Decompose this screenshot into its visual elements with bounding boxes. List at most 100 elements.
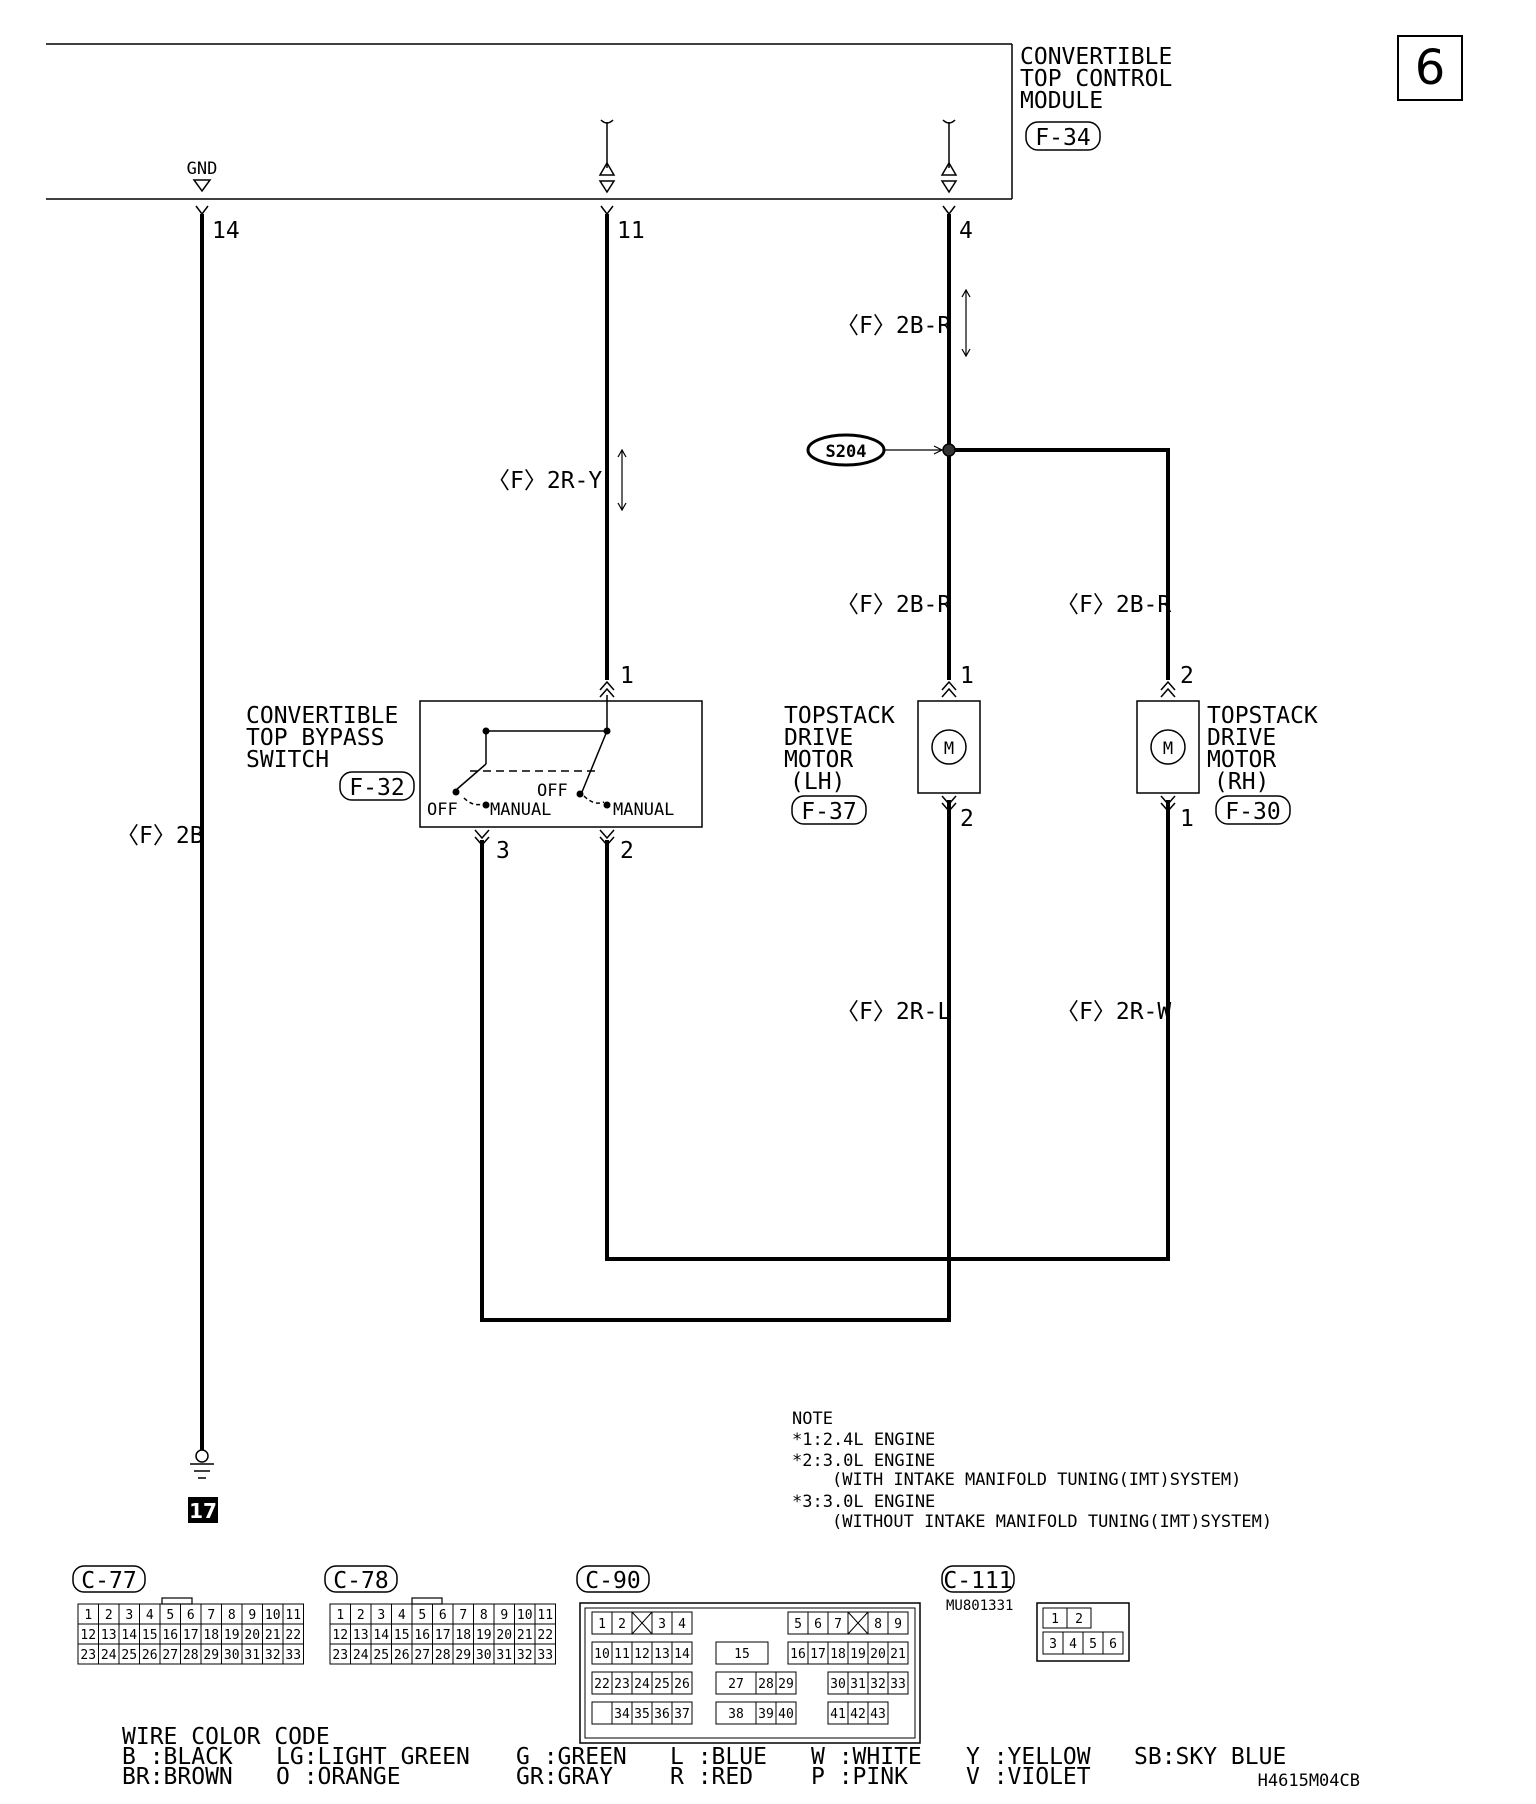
- c77-pin-10: 10: [265, 1608, 281, 1623]
- c77-pin-24: 24: [101, 1648, 117, 1663]
- connector-cavity: [887, 1611, 909, 1635]
- c77-pin-29: 29: [203, 1648, 219, 1663]
- c78-pin-24: 24: [353, 1648, 369, 1663]
- motor-lh-pin-1: 1: [960, 663, 974, 689]
- c78-pin-11: 11: [537, 1608, 553, 1623]
- note-line-3: (WITH INTAKE MANIFOLD TUNING(IMT)SYSTEM): [832, 1470, 1241, 1490]
- switch-pin-2: 2: [620, 838, 634, 864]
- motor-lh: M TOPSTACK DRIVE MOTOR (LH) F-37 1 2: [784, 663, 981, 832]
- blocked-cavity-mark: [847, 1611, 869, 1635]
- page-number-box: 6: [1397, 35, 1463, 101]
- c111-pin-2: 2: [1075, 1612, 1083, 1627]
- color-code-w: W :WHITE: [811, 1744, 922, 1770]
- c77-pin-25: 25: [121, 1648, 137, 1663]
- c77-pin-30: 30: [224, 1648, 240, 1663]
- connector-cavity: [775, 1701, 797, 1725]
- c90-pin-5: 5: [794, 1617, 802, 1632]
- c111-pin-1: 1: [1051, 1612, 1059, 1627]
- wire-label-lh-bottom: 〈F〉2R-L: [836, 999, 951, 1025]
- c77-pin-8: 8: [228, 1608, 236, 1623]
- blocked-cavity-mark: [631, 1611, 653, 1635]
- motor-rh: M TOPSTACK DRIVE MOTOR (RH) F-30 2 1: [1136, 663, 1318, 832]
- c77-pin-26: 26: [142, 1648, 158, 1663]
- c90-pin-22: 22: [594, 1677, 610, 1692]
- color-code-g: G :GREEN: [516, 1744, 627, 1770]
- c78-pin-31: 31: [496, 1648, 512, 1663]
- c78-pin-20: 20: [496, 1628, 512, 1643]
- module-pin-11: 11: [617, 218, 645, 244]
- color-code-y: Y :YELLOW: [966, 1744, 1091, 1770]
- wire-label-ground: 〈F〉2B: [116, 823, 204, 849]
- note-line-1: *1:2.4L ENGINE: [792, 1430, 935, 1450]
- c90-pin-14: 14: [674, 1647, 690, 1662]
- c90-pin-19: 19: [850, 1647, 866, 1662]
- module-connector-id: F-34: [1035, 125, 1090, 151]
- c90-pin-24: 24: [634, 1677, 650, 1692]
- c77-pin-16: 16: [162, 1628, 178, 1643]
- c78-pin-1: 1: [336, 1608, 344, 1623]
- ground-symbol: 17: [188, 1449, 218, 1523]
- connector-cavity: [671, 1701, 693, 1725]
- page-number: 6: [1415, 40, 1446, 96]
- connector-cavity: [671, 1611, 693, 1635]
- motor-rh-symbol: M: [1163, 739, 1173, 759]
- connector-cavity: [1066, 1607, 1092, 1629]
- figure-code: H4615M04CB: [1258, 1771, 1360, 1791]
- c111-pin-6: 6: [1109, 1637, 1117, 1652]
- c77-pin-2: 2: [105, 1608, 113, 1623]
- connector-cavity: [671, 1671, 693, 1695]
- c78-pin-32: 32: [517, 1648, 533, 1663]
- c90-pin-43: 43: [870, 1707, 886, 1722]
- motor-lh-symbol: M: [944, 739, 954, 759]
- c90-pin-20: 20: [870, 1647, 886, 1662]
- switch-pos-off-2: OFF: [537, 781, 568, 801]
- c90-pin-1: 1: [598, 1617, 606, 1632]
- note-line-5: (WITHOUT INTAKE MANIFOLD TUNING(IMT)SYST…: [832, 1512, 1272, 1532]
- connector-cavity: [671, 1641, 693, 1665]
- c90-pin-3: 3: [658, 1617, 666, 1632]
- switch-pos-manual-2: MANUAL: [613, 800, 674, 820]
- c77-pin-6: 6: [187, 1608, 195, 1623]
- c77-pin-21: 21: [265, 1628, 281, 1643]
- control-module: CONVERTIBLE TOP CONTROL MODULE F-34 GND: [46, 43, 1172, 200]
- c90-pin-37: 37: [674, 1707, 690, 1722]
- wire-color-code: WIRE COLOR CODE B :BLACK BR:BROWN LG:LIG…: [122, 1724, 1286, 1790]
- switch-pin-3: 3: [496, 838, 510, 864]
- c78-pin-27: 27: [414, 1648, 430, 1663]
- motor-lh-name-line-2: DRIVE: [784, 725, 853, 751]
- switch-name-line-3: SWITCH: [246, 747, 329, 773]
- wire-label-lh-top: 〈F〉2B-R: [836, 592, 951, 618]
- module-name-line-1: CONVERTIBLE: [1020, 44, 1172, 70]
- c77-pin-11: 11: [285, 1608, 301, 1623]
- c90-id: C-90: [585, 1568, 640, 1594]
- c90-pin-21: 21: [890, 1647, 906, 1662]
- c78-pin-9: 9: [500, 1608, 508, 1623]
- c90-pin-2: 2: [618, 1617, 626, 1632]
- c90-pin-8: 8: [874, 1617, 882, 1632]
- color-code-gr: GR:GRAY: [516, 1764, 613, 1790]
- c78-id: C-78: [333, 1568, 388, 1594]
- wire-color-code-title: WIRE COLOR CODE: [122, 1724, 330, 1750]
- color-code-b: B :BLACK: [122, 1744, 233, 1770]
- c90-pin-27: 27: [728, 1677, 744, 1692]
- bypass-switch: CONVERTIBLE TOP BYPASS SWITCH F-32 OFF M…: [246, 663, 703, 864]
- wire-label-rh-top: 〈F〉2B-R: [1056, 592, 1171, 618]
- c77-pin-20: 20: [244, 1628, 260, 1643]
- c90-pin-7: 7: [834, 1617, 842, 1632]
- c77-pin-27: 27: [162, 1648, 178, 1663]
- c77-pin-1: 1: [84, 1608, 92, 1623]
- c90-pin-18: 18: [830, 1647, 846, 1662]
- c77-pin-4: 4: [146, 1608, 154, 1623]
- c78-pin-5: 5: [418, 1608, 426, 1623]
- switch-pin-1: 1: [620, 663, 634, 689]
- c90-pin-6: 6: [814, 1617, 822, 1632]
- c90-pin-35: 35: [634, 1707, 650, 1722]
- c78-pin-6: 6: [439, 1608, 447, 1623]
- c90-pin-41: 41: [830, 1707, 846, 1722]
- splice-label: S204: [826, 442, 867, 462]
- c111-pin-3: 3: [1049, 1637, 1057, 1652]
- splice-s204: S204: [806, 433, 956, 467]
